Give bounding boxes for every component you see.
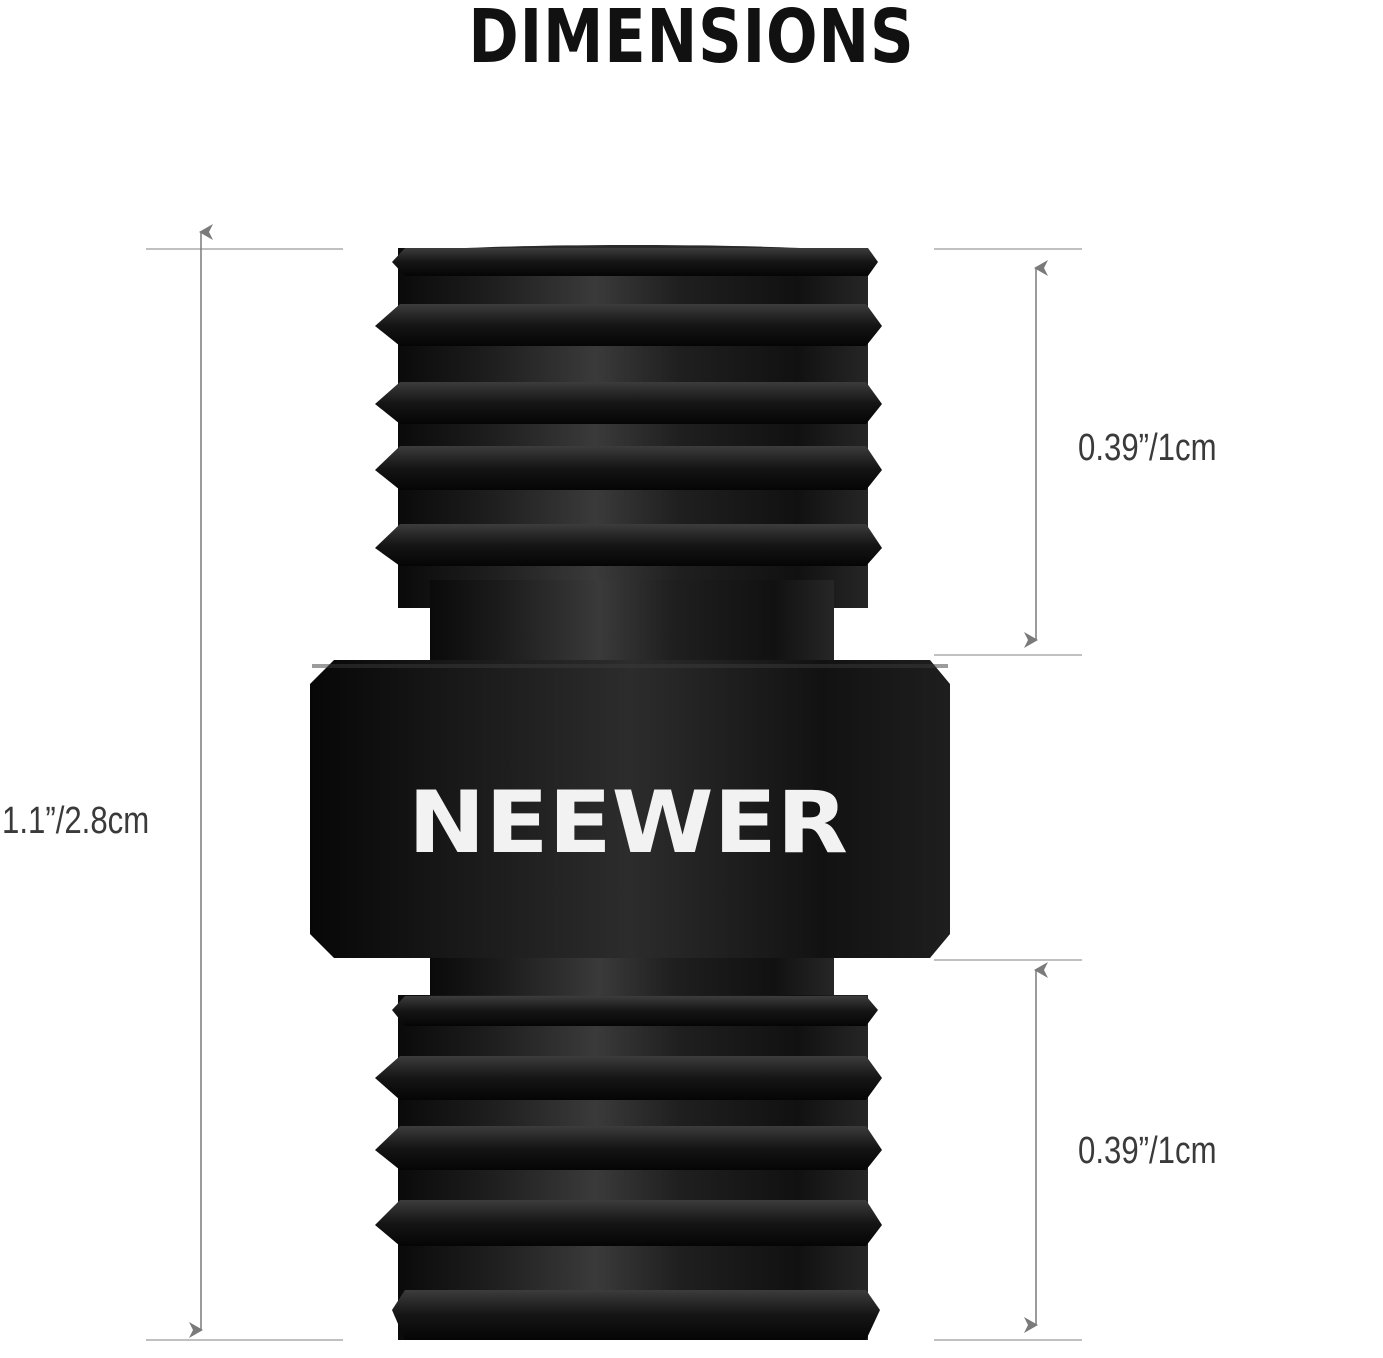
rod-connector: NEEWER: [310, 245, 950, 1340]
bottom-thread: [375, 996, 882, 1340]
top-thread-label: 0.39”/1cm: [1078, 427, 1217, 469]
dimension-lines: [146, 248, 1082, 1341]
collar-ring: [310, 660, 950, 958]
page-title: DIMENSIONS: [468, 0, 915, 80]
top-thread: [375, 248, 882, 566]
brand-engraving: NEEWER: [408, 773, 848, 873]
bottom-thread-label: 0.39”/1cm: [1078, 1130, 1217, 1172]
total-height-label: 1.1”/2.8cm: [2, 800, 150, 842]
dimension-arrows: [189, 224, 1048, 1338]
